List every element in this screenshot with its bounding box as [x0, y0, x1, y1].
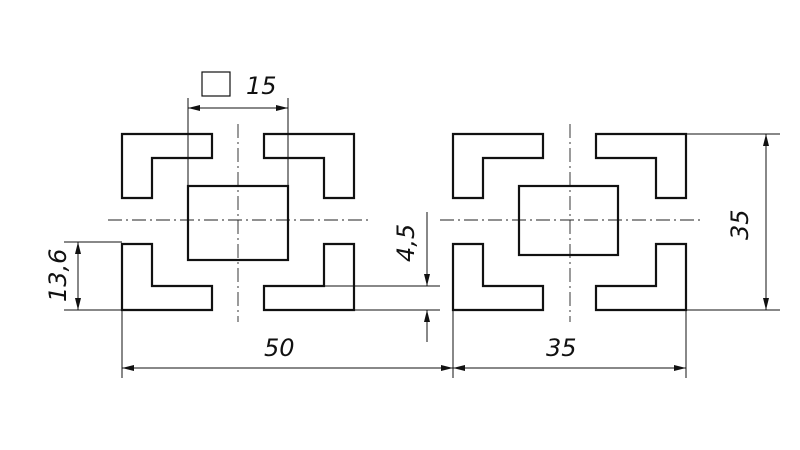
left-bracket-top-left	[120, 132, 214, 200]
dimension-profile-height: 35	[686, 133, 780, 311]
right-bracket-top-left	[451, 132, 545, 200]
dimension-square-side: 15	[187, 71, 289, 186]
left-profile	[108, 124, 368, 322]
left-bracket-bottom-right	[262, 242, 356, 312]
right-center-square	[517, 184, 620, 257]
left-center-square	[186, 184, 290, 262]
right-bracket-bottom-left	[451, 242, 545, 312]
slot-height-label: 13,6	[44, 249, 72, 302]
left-bracket-top-right	[262, 132, 356, 200]
left-bracket-bottom-left	[120, 242, 214, 312]
dimension-slot-width: 4,5	[324, 212, 440, 342]
profile-height-label: 35	[726, 209, 754, 240]
right-profile	[440, 124, 700, 322]
dimension-overall-width: 50	[121, 310, 454, 378]
slot-width-label: 4,5	[392, 224, 420, 262]
overall-width-label: 50	[264, 334, 295, 362]
square-side-label: 15	[246, 72, 277, 100]
square-symbol-icon	[201, 71, 231, 97]
right-bracket-bottom-right	[594, 242, 688, 312]
dimension-slot-height: 13,6	[44, 241, 122, 311]
dimension-profile-width: 35	[453, 310, 687, 378]
right-bracket-top-right	[594, 132, 688, 200]
profile-width-label: 35	[546, 334, 577, 362]
